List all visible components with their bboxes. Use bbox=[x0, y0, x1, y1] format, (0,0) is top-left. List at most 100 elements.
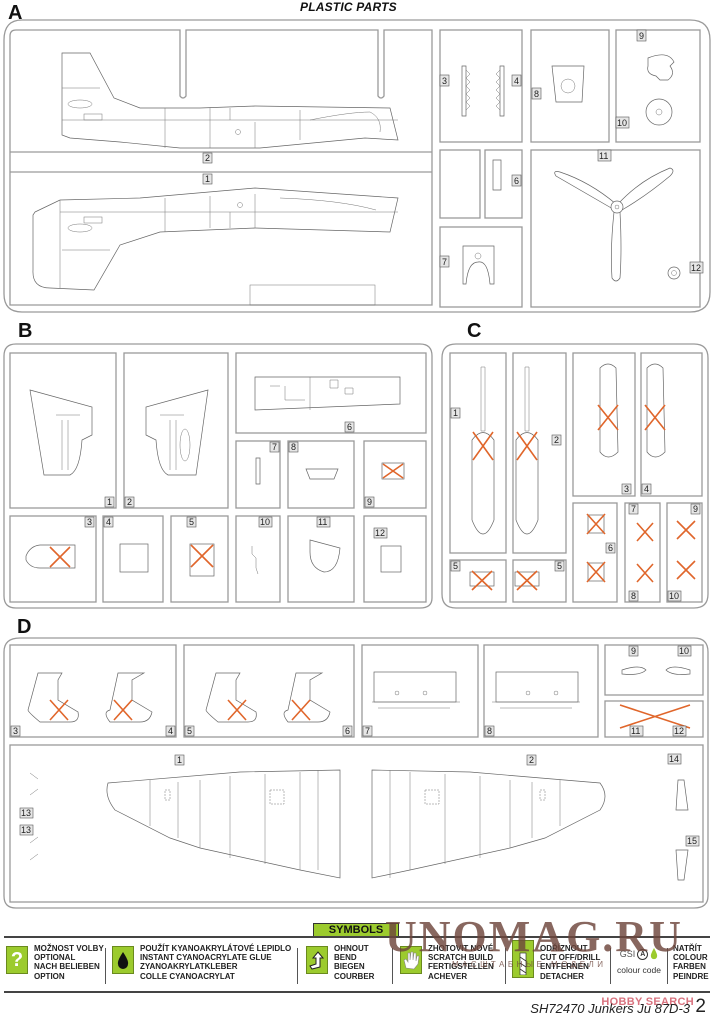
part-a12 bbox=[667, 266, 681, 280]
symbol-bend: OHNOUT BEND BIEGEN COURBER bbox=[306, 944, 374, 984]
sprue-a-block bbox=[249, 284, 376, 306]
part-d2-wing bbox=[371, 769, 606, 879]
unused-marker bbox=[471, 570, 493, 591]
part-label-d6: 6 bbox=[345, 726, 350, 736]
sprue-c-frame bbox=[441, 343, 709, 609]
section-letter-c: C bbox=[467, 320, 482, 342]
part-d15 bbox=[675, 849, 689, 881]
part-d7 bbox=[373, 671, 457, 703]
sprue-diagram: 2 1 bbox=[3, 19, 711, 909]
part-a1-fuselage bbox=[32, 187, 399, 291]
part-b8 bbox=[305, 468, 339, 480]
part-label-d13b: 13 bbox=[21, 825, 31, 835]
part-label-b12: 12 bbox=[375, 528, 385, 538]
question-icon: ? bbox=[6, 946, 28, 974]
part-label-d7: 7 bbox=[365, 726, 370, 736]
unused-marker bbox=[516, 570, 538, 591]
symbol-separator bbox=[610, 948, 611, 984]
part-b1 bbox=[29, 389, 93, 476]
part-a11-propeller bbox=[554, 167, 674, 282]
part-label-c6: 6 bbox=[608, 543, 613, 553]
part-label-b8: 8 bbox=[291, 442, 296, 452]
colour-drop-icon bbox=[651, 948, 658, 960]
part-label-d4: 4 bbox=[168, 726, 173, 736]
part-b11 bbox=[309, 539, 341, 573]
part-label-c5b: 5 bbox=[557, 561, 562, 571]
part-a9 bbox=[647, 54, 675, 81]
part-label-d3: 3 bbox=[13, 726, 18, 736]
part-d5-spat bbox=[205, 672, 257, 723]
part-b2 bbox=[145, 389, 209, 476]
part-label-a3: 3 bbox=[442, 76, 447, 86]
part-label-b5: 5 bbox=[189, 517, 194, 527]
part-d4-spat bbox=[105, 672, 153, 723]
part-label-a7: 7 bbox=[442, 257, 447, 267]
part-label-a10: 10 bbox=[617, 118, 627, 128]
symbol-scratch-build: ZHOTOVIT NOVÉ SCRATCH BUILD FERTIGSTELLE… bbox=[400, 944, 494, 984]
part-label-d11: 11 bbox=[631, 726, 640, 736]
part-label-b1: 1 bbox=[107, 497, 112, 507]
unused-marker bbox=[676, 520, 696, 580]
part-a3-a4-rails bbox=[461, 65, 505, 117]
part-label-b2: 2 bbox=[127, 497, 132, 507]
part-b10 bbox=[251, 546, 259, 575]
symbol-separator bbox=[392, 948, 393, 984]
part-label-b9: 9 bbox=[367, 497, 372, 507]
page-number: 2 bbox=[695, 996, 706, 1017]
unused-marker bbox=[190, 544, 214, 568]
sprue-a-right-grid: 3 4 8 9 10 6 7 11 12 bbox=[439, 29, 704, 308]
part-c5 bbox=[514, 571, 540, 587]
part-d8 bbox=[495, 671, 579, 703]
symbol-glue: POUŽÍT KYANOAKRYLÁTOVÉ LEPIDLO INSTANT C… bbox=[112, 944, 291, 984]
part-d1-wing bbox=[106, 769, 341, 879]
section-letter-a: A bbox=[8, 2, 23, 24]
colour-code-label: colour code bbox=[617, 965, 661, 975]
part-c2-bomb bbox=[515, 366, 539, 535]
part-label-d9: 9 bbox=[631, 646, 636, 656]
part-label-b10: 10 bbox=[260, 517, 270, 527]
part-label-a4: 4 bbox=[514, 76, 519, 86]
part-label-d14: 14 bbox=[669, 754, 679, 764]
part-label-b3: 3 bbox=[87, 517, 92, 527]
watermark: UNOMAG.RU bbox=[385, 912, 683, 961]
part-label-b4: 4 bbox=[106, 517, 111, 527]
symbol-separator bbox=[667, 948, 668, 984]
part-label-b11: 11 bbox=[318, 517, 327, 527]
part-a6 bbox=[492, 159, 502, 191]
unused-marker bbox=[586, 561, 606, 583]
part-label-d10: 10 bbox=[679, 646, 689, 656]
part-b7 bbox=[255, 457, 261, 485]
paint-icon-text: NATŘÍT COLOUR FARBEN PEINDRE bbox=[673, 944, 709, 981]
unused-marker bbox=[619, 704, 691, 729]
part-label-c3: 3 bbox=[624, 484, 629, 494]
sprue-b-frame bbox=[3, 343, 433, 609]
part-label-c1: 1 bbox=[453, 408, 458, 418]
part-d13 bbox=[29, 772, 39, 861]
part-d6-spat bbox=[283, 672, 331, 723]
unused-marker bbox=[49, 546, 71, 568]
sprue-a: 2 1 bbox=[3, 19, 711, 313]
part-label-a6: 6 bbox=[514, 176, 519, 186]
part-label-a12: 12 bbox=[691, 263, 701, 273]
part-d9 bbox=[621, 666, 647, 675]
symbols-rule-top bbox=[4, 936, 710, 938]
part-b5 bbox=[189, 543, 215, 577]
part-label-d2: 2 bbox=[529, 755, 534, 765]
unused-marker bbox=[636, 522, 654, 583]
part-label-a8: 8 bbox=[534, 89, 539, 99]
unused-marker bbox=[586, 513, 606, 535]
sprue-d-frame bbox=[3, 637, 709, 909]
symbols-rule-bottom bbox=[4, 991, 710, 993]
part-label-c4: 4 bbox=[644, 484, 649, 494]
bend-arrow-icon bbox=[306, 946, 328, 974]
part-d3-spat bbox=[27, 672, 79, 723]
symbol-separator bbox=[297, 948, 298, 984]
sprue-d: 3 4 5 6 7 8 9 10 11 12 1 2 13 13 14 15 bbox=[3, 637, 709, 909]
part-d10 bbox=[665, 666, 691, 675]
sprue-a-inner bbox=[9, 29, 433, 306]
part-label-c9: 9 bbox=[693, 504, 698, 514]
unused-marker bbox=[382, 463, 404, 479]
part-label-c10: 10 bbox=[669, 591, 679, 601]
sprue-c: 1 2 3 4 5 5 6 7 8 9 10 bbox=[441, 343, 709, 609]
part-a2-fuselage bbox=[61, 52, 399, 149]
